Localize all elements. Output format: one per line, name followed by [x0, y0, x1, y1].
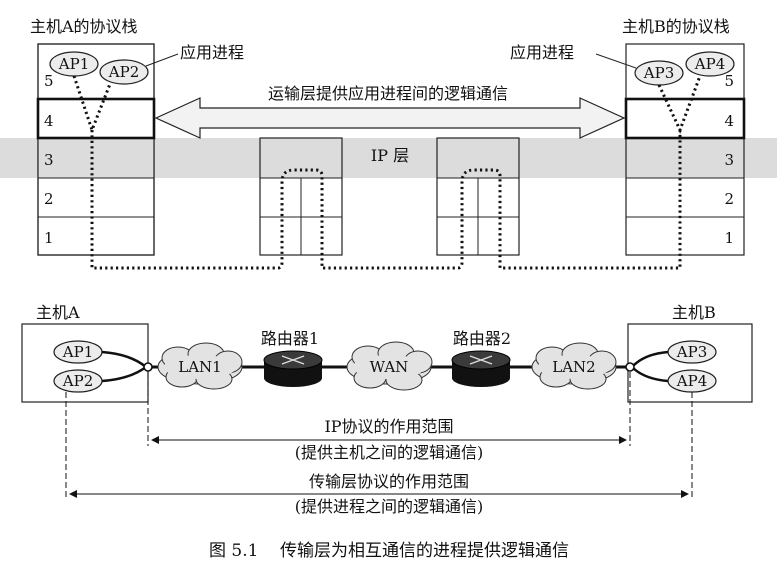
ip-layer-label: IP 层 [371, 146, 409, 165]
wan-label: WAN [370, 358, 409, 376]
ap4-label-bottom: AP4 [676, 372, 707, 390]
ap3-label-bottom: AP3 [676, 343, 707, 361]
lan1-cloud [157, 342, 243, 390]
layer-3-label-a: 3 [44, 151, 54, 169]
ap2-link [101, 365, 147, 383]
transport-banner: 运输层提供应用进程间的逻辑通信 [268, 84, 508, 103]
layer-2-label-a: 2 [44, 190, 54, 208]
lan2-cloud [531, 342, 617, 390]
wan-cloud [346, 341, 433, 391]
host-a-label: 主机A [36, 303, 80, 322]
ap3-label-top: AP3 [643, 64, 674, 82]
logical-path-top [90, 130, 682, 270]
router1-icon [263, 350, 323, 387]
layer-2-label-b: 2 [724, 190, 734, 208]
transport-double-arrow [154, 97, 626, 139]
lan2-label: LAN2 [552, 358, 595, 376]
figure-caption: 图 5.1 传输层为相互通信的进程提供逻辑通信 [209, 541, 569, 561]
layer-3-label-b: 3 [724, 151, 734, 169]
ip-scope-line2: (提供主机之间的逻辑通信) [295, 443, 484, 462]
ap2-label-bottom: AP2 [62, 372, 93, 390]
ap-a-v-path [72, 75, 112, 135]
host-b-stack-title: 主机B的协议栈 [622, 17, 730, 36]
router2-stack-top [436, 137, 520, 256]
layer-5-label-a: 5 [44, 72, 54, 90]
host-b-label: 主机B [672, 303, 716, 322]
router1-stack-top [259, 137, 343, 256]
host-b-stack [624, 43, 746, 256]
layer-5-label-b: 5 [724, 72, 734, 90]
ap1-label-top: AP1 [58, 55, 89, 73]
host-a-port [143, 362, 153, 372]
tl-scope-line2: (提供进程之间的逻辑通信) [295, 497, 484, 516]
ap4-label-top: AP4 [694, 55, 725, 73]
router2-icon [451, 350, 511, 387]
layer-4-label-a: 4 [44, 112, 54, 130]
app-process-left-label: 应用进程 [180, 43, 244, 62]
layer-4-label-b: 4 [724, 112, 734, 130]
ap2-label-top: AP2 [108, 63, 139, 81]
ap1-label-bottom: AP1 [62, 343, 93, 361]
host-a-stack [36, 43, 156, 256]
ip-scope-line1: IP协议的作用范围 [324, 417, 453, 436]
layer-1-label-b: 1 [724, 229, 734, 247]
lan1-label: LAN1 [178, 358, 221, 376]
ap2-bubble-top [99, 59, 149, 85]
app-process-left-pointer [145, 53, 179, 67]
layer-1-label-a: 1 [44, 229, 54, 247]
router1-label: 路由器1 [261, 329, 319, 348]
host-b-port [625, 362, 635, 372]
tl-scope-line1: 传输层协议的作用范围 [309, 472, 469, 491]
app-process-right-label: 应用进程 [510, 43, 574, 62]
ap4-bubble-top [685, 51, 735, 77]
app-process-right-pointer [595, 53, 637, 69]
host-a-stack-title: 主机A的协议栈 [30, 17, 138, 36]
router2-label: 路由器2 [453, 329, 511, 348]
ap1-link [101, 350, 147, 368]
